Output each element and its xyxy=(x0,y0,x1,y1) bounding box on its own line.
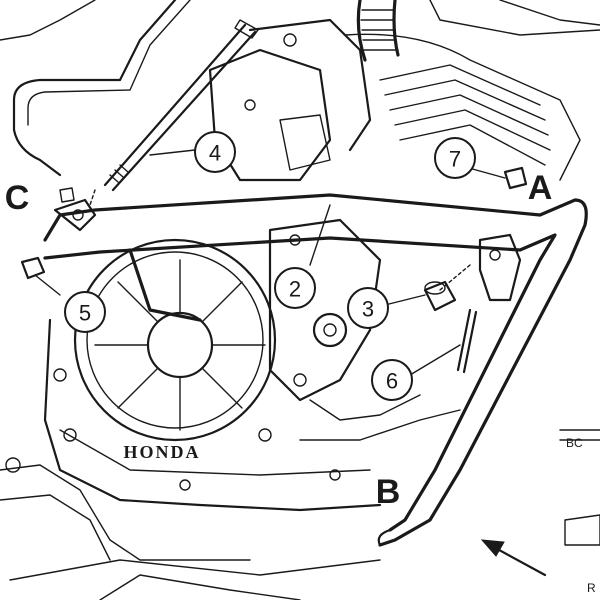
point-label-b: B xyxy=(376,473,401,511)
fasteners xyxy=(20,19,528,374)
callout-6-label: 6 xyxy=(386,369,398,394)
callout-6: 6 xyxy=(371,359,413,401)
callout-2-label: 2 xyxy=(289,277,301,302)
callout-7: 7 xyxy=(434,137,476,179)
edge-label-bc: BC xyxy=(566,436,583,450)
edge-label-r: R xyxy=(587,581,596,595)
callout-5-label: 5 xyxy=(79,301,91,326)
callout-7-label: 7 xyxy=(449,147,461,172)
callout-2: 2 xyxy=(274,267,316,309)
point-label-c: C xyxy=(5,179,30,217)
callout-5: 5 xyxy=(64,291,106,333)
callout-3: 3 xyxy=(347,287,389,329)
brand-text: HONDA xyxy=(124,442,201,462)
crash-bar xyxy=(43,193,588,547)
callout-4: 4 xyxy=(194,131,236,173)
callout-3-label: 3 xyxy=(362,297,374,322)
direction-arrow-icon xyxy=(480,539,547,577)
point-label-a: A xyxy=(528,169,553,207)
callout-4-label: 4 xyxy=(209,141,221,166)
